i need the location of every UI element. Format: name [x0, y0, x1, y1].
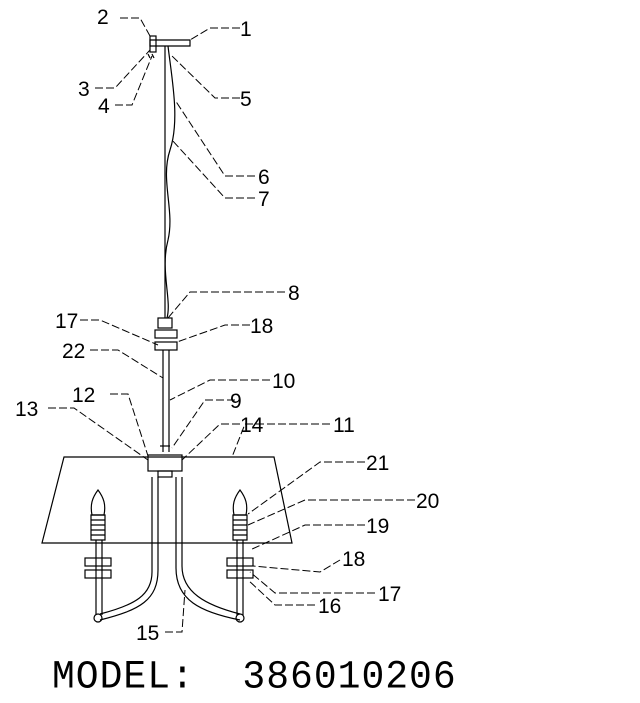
label-7: 7: [258, 188, 270, 211]
lamp-shade: [41, 456, 293, 544]
canopy-screw: [149, 35, 157, 53]
label-2: 2: [97, 6, 109, 29]
label-8: 8: [288, 282, 300, 305]
label-14: 14: [240, 414, 264, 437]
part-labels: 1 2 3 4 5 6 7 8 17 18 22 10 12 9 13 14 1…: [15, 6, 439, 645]
label-10: 10: [272, 370, 295, 393]
label-21: 21: [366, 452, 389, 475]
label-1: 1: [240, 18, 252, 41]
label-11: 11: [333, 414, 355, 437]
label-5: 5: [240, 88, 252, 111]
left-cup: [84, 557, 112, 567]
right-socket: [232, 514, 248, 541]
label-15: 15: [136, 622, 159, 645]
label-12: 12: [72, 384, 95, 407]
label-19: 19: [366, 515, 389, 538]
label-20: 20: [416, 490, 439, 513]
label-3: 3: [78, 78, 90, 101]
arm-right: [175, 477, 241, 621]
label-17b: 17: [378, 583, 401, 606]
power-cord: [164, 45, 176, 319]
label-16: 16: [318, 595, 341, 618]
left-bulb: [90, 488, 106, 516]
label-4: 4: [98, 95, 110, 118]
label-6: 6: [258, 166, 270, 189]
right-bulb: [232, 488, 248, 516]
right-cup: [226, 557, 254, 567]
label-22: 22: [62, 340, 85, 363]
arm-left: [99, 477, 159, 621]
left-socket: [90, 514, 106, 541]
label-18: 18: [250, 315, 273, 338]
label-13: 13: [15, 398, 38, 421]
label-18b: 18: [342, 548, 365, 571]
model-number: MODEL: 386010206: [52, 655, 457, 701]
upper-clamp: [157, 317, 173, 329]
label-9: 9: [230, 390, 242, 413]
label-17: 17: [55, 310, 78, 333]
